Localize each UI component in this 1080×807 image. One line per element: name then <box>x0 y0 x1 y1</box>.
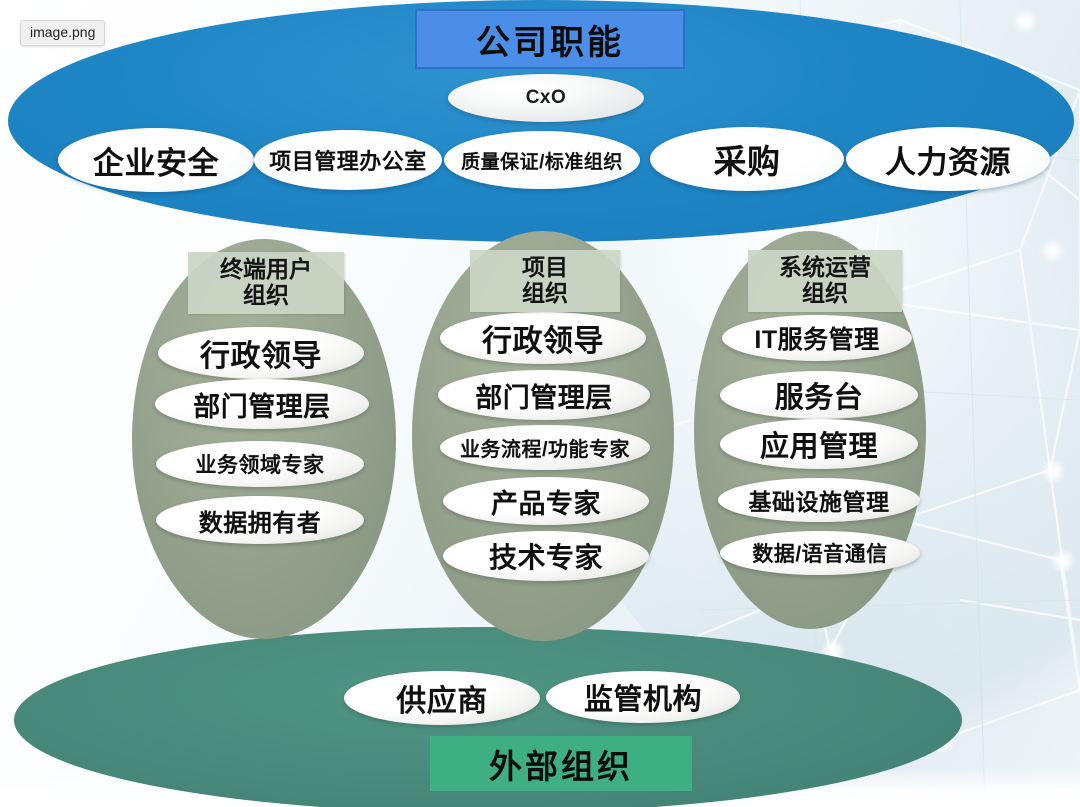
role-end-user-exec-leadership[interactable]: 行政领导 <box>158 327 364 379</box>
role-ops-service-desk[interactable]: 服务台 <box>720 371 918 419</box>
corporate-function-qa-standards[interactable]: 质量保证/标准组织 <box>444 131 640 189</box>
external-title-box: 外部组织 <box>430 736 692 791</box>
role-project-technical-expert[interactable]: 技术专家 <box>443 531 649 581</box>
role-project-department-management[interactable]: 部门管理层 <box>438 370 650 420</box>
column-header-line2: 组织 <box>243 283 289 308</box>
corporate-function-procurement[interactable]: 采购 <box>650 127 844 191</box>
column-header-line2: 组织 <box>522 281 568 306</box>
role-ops-data-voice-communication[interactable]: 数据/语音通信 <box>720 531 920 575</box>
role-ops-it-service-management[interactable]: IT服务管理 <box>722 315 912 361</box>
column-header-project: 项目 组织 <box>470 250 620 312</box>
role-project-process-function-expert[interactable]: 业务流程/功能专家 <box>440 425 650 470</box>
column-header-line1: 终端用户 <box>220 257 312 283</box>
external-entity-regulator[interactable]: 监管机构 <box>546 671 740 723</box>
mesh-node-glow <box>1012 8 1038 34</box>
corporate-title-box: 公司职能 <box>415 9 685 69</box>
role-project-exec-leadership[interactable]: 行政领导 <box>440 312 646 364</box>
column-header-operations: 系统运营 组织 <box>748 250 902 312</box>
mesh-node-glow <box>1050 548 1076 574</box>
cxo-node[interactable]: CxO <box>448 74 644 122</box>
file-name-badge: image.png <box>20 20 106 47</box>
mesh-node-glow <box>1040 458 1066 484</box>
role-project-product-expert[interactable]: 产品专家 <box>443 477 649 525</box>
column-header-line1: 系统运营 <box>779 255 871 281</box>
role-ops-infrastructure-management[interactable]: 基础设施管理 <box>718 478 920 522</box>
column-header-line1: 项目 <box>522 255 568 281</box>
role-end-user-business-domain-expert[interactable]: 业务领域专家 <box>156 441 364 487</box>
external-entity-supplier[interactable]: 供应商 <box>344 671 540 725</box>
column-header-end-user: 终端用户 组织 <box>188 252 344 314</box>
corporate-function-enterprise-security[interactable]: 企业安全 <box>58 128 254 192</box>
mesh-node-glow <box>1040 238 1066 264</box>
role-end-user-department-management[interactable]: 部门管理层 <box>155 379 369 429</box>
column-header-line2: 组织 <box>802 281 848 306</box>
corporate-function-pmo[interactable]: 项目管理办公室 <box>254 130 442 190</box>
role-ops-application-management[interactable]: 应用管理 <box>720 419 918 469</box>
corporate-function-human-resources[interactable]: 人力资源 <box>846 127 1050 191</box>
role-end-user-data-owner[interactable]: 数据拥有者 <box>156 496 364 544</box>
